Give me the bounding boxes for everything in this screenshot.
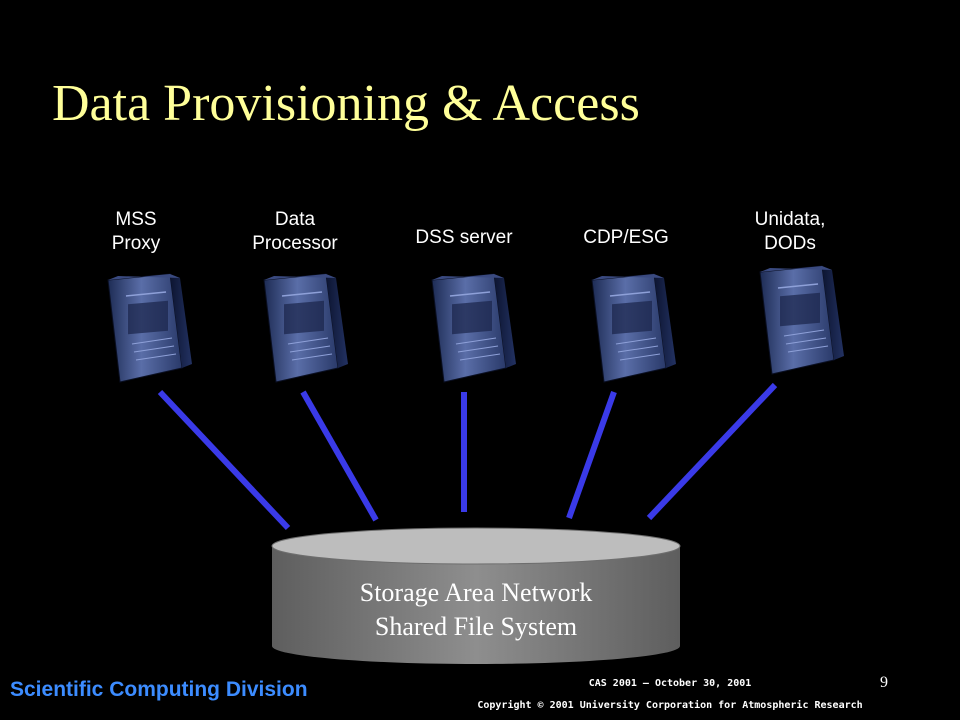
server-label-data-processor: Data Processor	[252, 209, 338, 254]
page-number: 9	[880, 674, 888, 691]
server-tower-unidata-dods	[759, 265, 844, 375]
division-footer: Scientific Computing Division	[10, 678, 308, 701]
connector-line-cdp-esg	[566, 390, 617, 520]
slide-title: Data Provisioning & Access	[52, 75, 640, 132]
server-tower-cdp-esg	[591, 273, 676, 383]
conference-date: CAS 2001 – October 30, 2001	[588, 678, 752, 689]
storage-label: Storage Area Network Shared File System	[359, 578, 593, 641]
server-label-dss-server: DSS server	[415, 227, 513, 248]
server-label-unidata-dods: Unidata, DODs	[754, 209, 826, 254]
server-tower-data-processor	[263, 273, 348, 383]
connector-line-mss-proxy	[157, 389, 291, 531]
server-tower-dss-server	[431, 273, 516, 383]
server-label-cdp-esg: CDP/ESG	[583, 227, 669, 248]
copyright-notice: Copyright © 2001 University Corporation …	[477, 700, 863, 711]
connector-line-unidata-dods	[646, 382, 778, 521]
server-tower-mss-proxy	[107, 273, 192, 383]
server-label-mss-proxy: MSS Proxy	[111, 209, 161, 254]
storage-cylinder	[271, 527, 681, 664]
connector-line-data-processor	[300, 390, 379, 522]
